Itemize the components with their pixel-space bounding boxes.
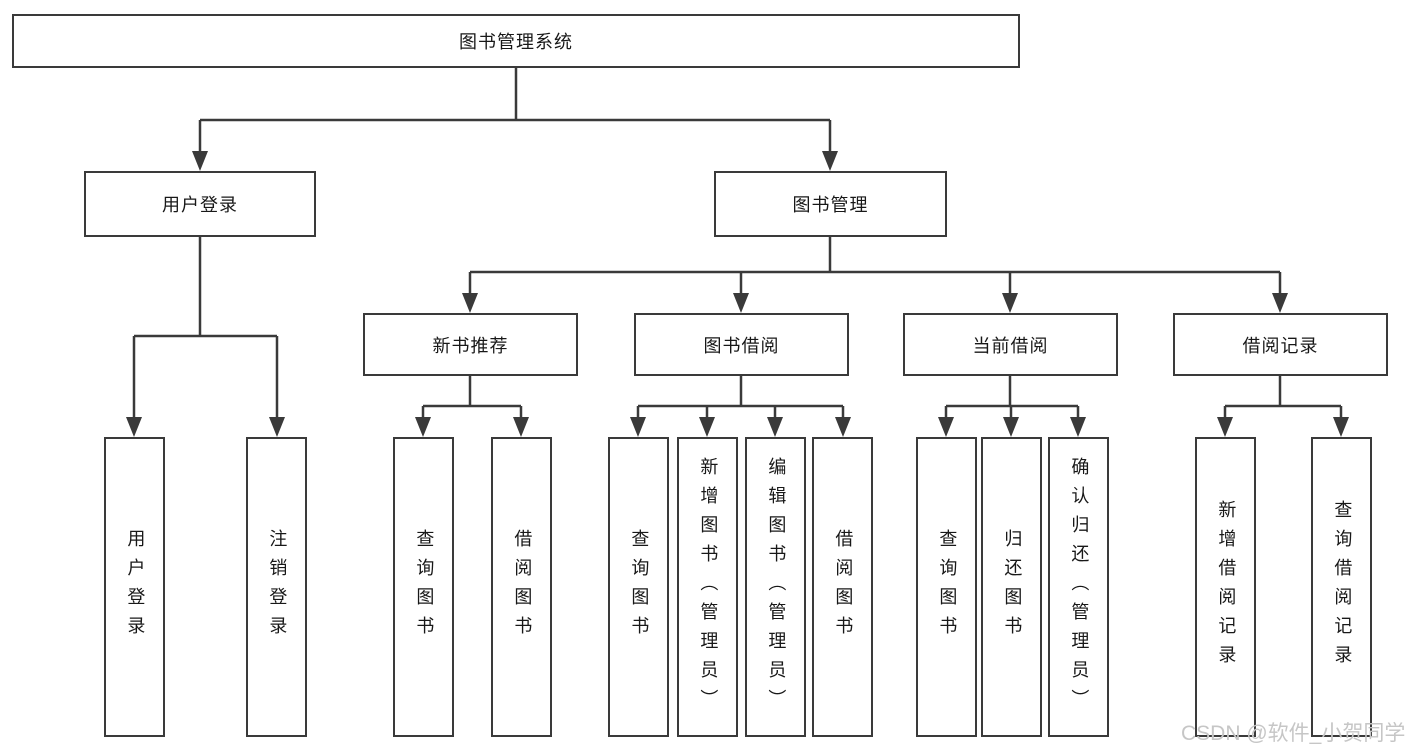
arrow-down-icon	[192, 151, 208, 171]
node-label: 编辑图书（管理员）	[766, 456, 787, 718]
node-user-login: 用户登录	[84, 171, 316, 237]
node-label: 图书管理系统	[459, 32, 573, 52]
leaf-query-borrow-record: 查询借阅记录	[1311, 437, 1372, 737]
leaf-query-books-borrow: 查询图书	[608, 437, 669, 737]
node-book-borrow: 图书借阅	[634, 313, 849, 376]
node-root-system: 图书管理系统	[12, 14, 1020, 68]
arrow-down-icon	[1333, 417, 1349, 437]
connector-borrow-children	[636, 376, 845, 419]
leaf-confirm-return-admin: 确认归还（管理员）	[1048, 437, 1109, 737]
leaf-query-books-current: 查询图书	[916, 437, 977, 737]
leaf-user-login: 用户登录	[104, 437, 165, 737]
arrow-down-icon	[1002, 293, 1018, 313]
node-label: 图书借阅	[703, 335, 780, 356]
connector-root-to-level2	[198, 68, 832, 153]
arrow-down-icon	[835, 417, 851, 437]
connector-userlogin-children	[132, 237, 279, 419]
arrow-down-icon	[1272, 293, 1288, 313]
csdn-watermark: CSDN @软件_小贺同学	[1181, 722, 1405, 745]
arrowheads	[126, 151, 1349, 437]
node-label: 新增借阅记录	[1216, 500, 1237, 674]
arrow-down-icon	[269, 417, 285, 437]
node-label: 查询图书	[937, 529, 958, 645]
node-borrow-records: 借阅记录	[1173, 313, 1388, 376]
node-label: 图书管理	[792, 195, 869, 215]
leaf-add-borrow-record: 新增借阅记录	[1195, 437, 1256, 737]
leaf-logout: 注销登录	[246, 437, 307, 737]
connector-group	[132, 68, 1343, 419]
node-label: 借阅图书	[833, 529, 854, 645]
arrow-down-icon	[630, 417, 646, 437]
arrow-down-icon	[699, 417, 715, 437]
arrow-down-icon	[513, 417, 529, 437]
node-label: 当前借阅	[972, 335, 1049, 356]
node-label: 查询图书	[414, 529, 435, 645]
arrow-down-icon	[1003, 417, 1019, 437]
leaf-borrow-books: 借阅图书	[812, 437, 873, 737]
leaf-borrow-books-recommend: 借阅图书	[491, 437, 552, 737]
arrow-down-icon	[1070, 417, 1086, 437]
node-label: 借阅图书	[512, 529, 533, 645]
node-new-book-recommend: 新书推荐	[363, 313, 578, 376]
connector-recommend-children	[421, 376, 523, 419]
leaf-add-books-admin: 新增图书（管理员）	[677, 437, 738, 737]
node-label: 新书推荐	[432, 335, 509, 356]
node-label: 查询图书	[629, 529, 650, 645]
leaf-query-books-recommend: 查询图书	[393, 437, 454, 737]
arrow-down-icon	[733, 293, 749, 313]
arrow-down-icon	[462, 293, 478, 313]
connector-bookmgmt-children	[468, 237, 1282, 295]
arrow-down-icon	[415, 417, 431, 437]
arrow-down-icon	[767, 417, 783, 437]
arrow-down-icon	[1217, 417, 1233, 437]
node-book-management: 图书管理	[714, 171, 947, 237]
node-label: 借阅记录	[1242, 335, 1319, 356]
node-label: 确认归还（管理员）	[1069, 456, 1090, 718]
arrow-down-icon	[126, 417, 142, 437]
node-label: 用户登录	[125, 529, 146, 645]
node-label: 查询借阅记录	[1332, 500, 1353, 674]
node-label: 新增图书（管理员）	[698, 456, 719, 718]
node-current-borrow: 当前借阅	[903, 313, 1118, 376]
leaf-edit-books-admin: 编辑图书（管理员）	[745, 437, 806, 737]
arrow-down-icon	[822, 151, 838, 171]
node-label: 用户登录	[162, 195, 238, 215]
node-label: 注销登录	[267, 529, 288, 645]
arrow-down-icon	[938, 417, 954, 437]
connector-current-children	[944, 376, 1080, 419]
leaf-return-books: 归还图书	[981, 437, 1042, 737]
node-label: 归还图书	[1002, 529, 1023, 645]
connector-records-children	[1223, 376, 1343, 419]
